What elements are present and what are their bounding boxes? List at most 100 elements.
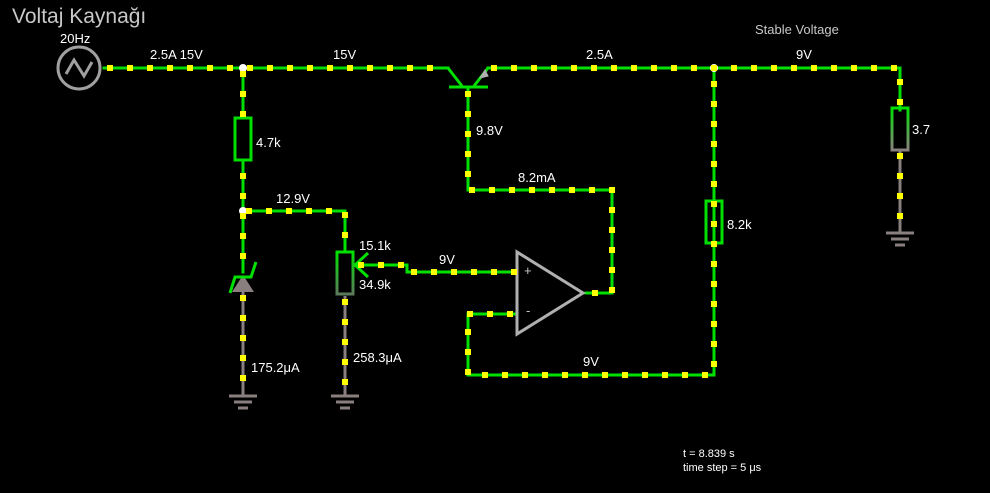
current-dot — [306, 208, 312, 214]
current-dot — [487, 311, 493, 317]
current-dot — [240, 375, 246, 381]
current-dot — [791, 65, 797, 71]
current-dot — [246, 208, 252, 214]
current-dot — [731, 65, 737, 71]
current-dot — [411, 269, 417, 275]
label-opamp-out-wire: 8.2mA — [518, 170, 556, 185]
current-dot — [465, 91, 471, 97]
current-dot — [358, 262, 364, 268]
label-pot-bottom: 34.9k — [359, 277, 391, 292]
current-dot — [631, 65, 637, 71]
current-dot — [711, 281, 717, 287]
current-dot — [711, 121, 717, 127]
resistor-r1[interactable] — [233, 116, 253, 162]
output-title: Stable Voltage — [755, 22, 839, 37]
current-dot — [711, 201, 717, 207]
current-dot — [711, 101, 717, 107]
current-dot — [347, 65, 353, 71]
label-pot-current: 258.3μA — [353, 350, 402, 365]
current-dot — [342, 299, 348, 305]
current-dot — [489, 187, 495, 193]
current-dot — [467, 311, 473, 317]
current-dot — [507, 311, 513, 317]
zener-diode-icon[interactable] — [228, 261, 258, 294]
current-dot — [871, 65, 877, 71]
current-dot — [240, 233, 246, 239]
label-output-wire: 9V — [796, 47, 812, 62]
sim-time: t = 8.839 s — [683, 448, 735, 460]
current-dot — [609, 267, 615, 273]
current-dot — [491, 65, 497, 71]
current-dot — [592, 290, 598, 296]
current-dot — [651, 65, 657, 71]
current-dot — [342, 339, 348, 345]
current-dot — [127, 65, 133, 71]
current-dot — [240, 91, 246, 97]
ground-icon — [886, 231, 914, 247]
current-dot — [342, 359, 348, 365]
current-dot — [342, 212, 348, 218]
current-dot — [398, 262, 404, 268]
current-dot — [482, 372, 488, 378]
label-source-wire: 2.5A 15V — [150, 47, 203, 62]
current-dot — [471, 269, 477, 275]
current-dot — [327, 65, 333, 71]
current-dot — [711, 261, 717, 267]
current-dot — [240, 315, 246, 321]
current-dot — [465, 131, 471, 137]
source-frequency: 20Hz — [60, 31, 91, 46]
current-dot — [511, 65, 517, 71]
current-dot — [691, 65, 697, 71]
current-dot — [609, 247, 615, 253]
label-zener-node: 12.9V — [276, 191, 310, 206]
current-dot — [831, 65, 837, 71]
current-dot — [509, 187, 515, 193]
current-dot — [897, 173, 903, 179]
current-dot — [711, 221, 717, 227]
current-dot — [897, 193, 903, 199]
current-dot — [207, 65, 213, 71]
label-zener-current: 175.2μA — [251, 360, 300, 375]
current-dot — [682, 372, 688, 378]
current-dot — [267, 65, 273, 71]
current-dot — [240, 173, 246, 179]
current-dot — [551, 65, 557, 71]
ac-source-icon[interactable] — [56, 45, 102, 91]
label-emitter-wire: 2.5A — [586, 47, 613, 62]
current-dot — [591, 65, 597, 71]
current-dot — [529, 187, 535, 193]
opamp-plus-sign: + — [524, 263, 532, 278]
current-dot — [542, 372, 548, 378]
load-resistor[interactable] — [890, 106, 910, 152]
potentiometer[interactable] — [335, 250, 370, 296]
current-dot — [451, 269, 457, 275]
current-dot — [286, 208, 292, 214]
current-dot — [702, 372, 708, 378]
current-dot — [711, 301, 717, 307]
wire-zener-node[interactable] — [241, 209, 347, 254]
current-dot — [897, 79, 903, 85]
label-r1: 4.7k — [256, 135, 281, 150]
opamp-minus-sign: - — [526, 303, 531, 318]
current-dot — [107, 65, 113, 71]
current-dot — [531, 65, 537, 71]
label-top-wire: 15V — [333, 47, 357, 62]
current-dot — [367, 65, 373, 71]
current-dot — [609, 187, 615, 193]
wire-minus[interactable] — [466, 66, 716, 377]
current-dot — [247, 65, 253, 71]
current-dot — [582, 372, 588, 378]
current-dot — [240, 193, 246, 199]
current-dot — [147, 65, 153, 71]
current-dot — [227, 65, 233, 71]
wire-emitter-output[interactable] — [486, 66, 902, 112]
current-dot — [465, 349, 471, 355]
npn-transistor-icon[interactable] — [446, 67, 490, 89]
current-dot — [342, 319, 348, 325]
current-dot — [287, 65, 293, 71]
current-dot — [891, 65, 897, 71]
current-dot — [491, 269, 497, 275]
current-dot — [711, 341, 717, 347]
opamp-icon[interactable] — [515, 249, 586, 337]
